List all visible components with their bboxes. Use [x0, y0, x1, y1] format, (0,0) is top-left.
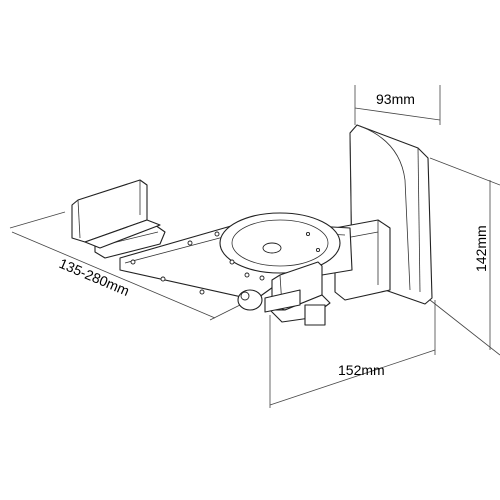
dimension-142mm: 142mm — [429, 157, 500, 356]
mounting-plate — [119, 212, 353, 301]
left-clamp — [71, 179, 161, 249]
swivel-disc — [219, 212, 341, 274]
dimension-152mm: 152mm — [269, 300, 436, 408]
dimension-label-142mm: 142mm — [473, 225, 489, 272]
dimension-label-93mm: 93mm — [376, 91, 415, 107]
swivel-center — [262, 242, 282, 254]
dimension-93mm: 93mm — [354, 85, 441, 125]
adjust-knob — [237, 289, 301, 313]
dimension-label-152mm: 152mm — [338, 362, 385, 378]
